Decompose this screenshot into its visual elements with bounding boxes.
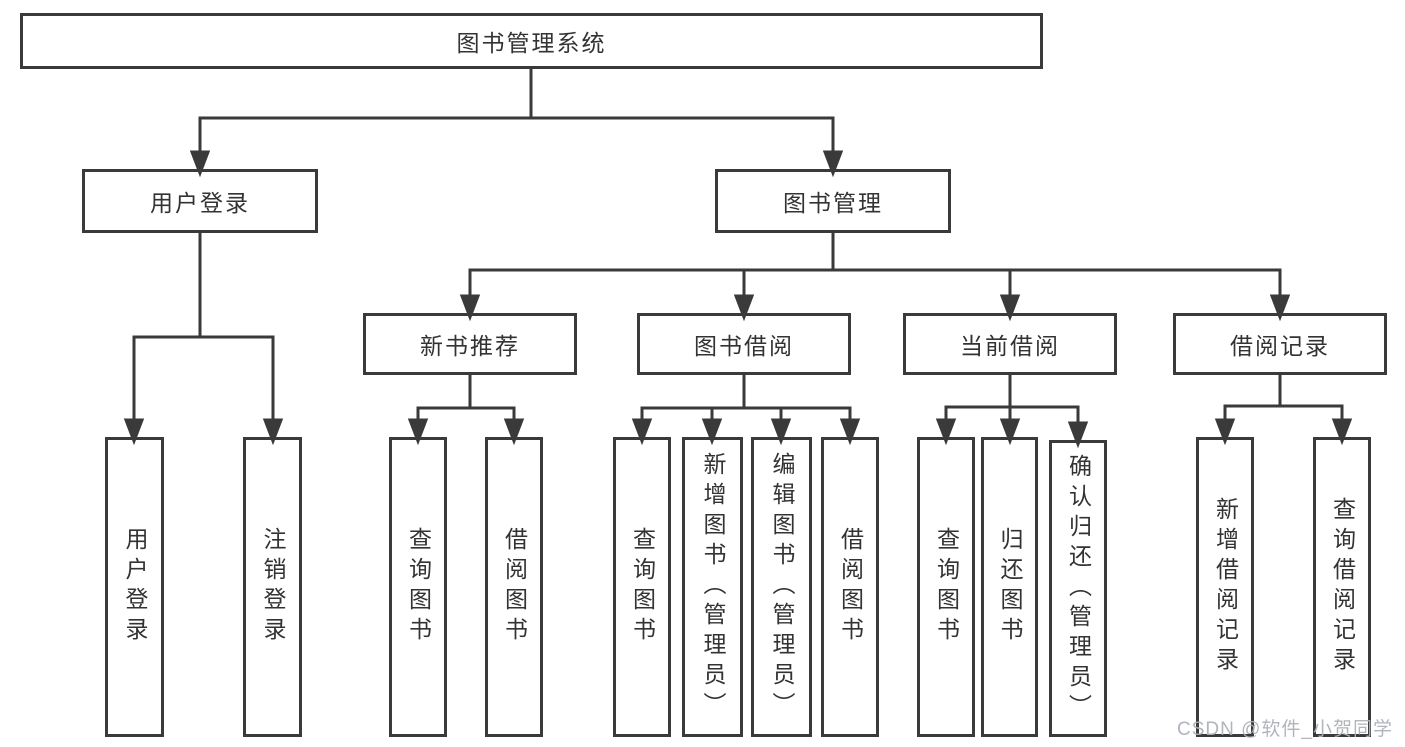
leaf-newbook-query: 查询图书 bbox=[389, 437, 447, 737]
csdn-watermark: CSDN @软件_小贺同学 bbox=[1177, 719, 1393, 740]
leaf-borrow-borrow-book-label: 借阅图书 bbox=[837, 527, 864, 647]
leaf-borrow-edit-book-label: 编辑图书（管理员） bbox=[769, 452, 795, 722]
leaf-borrow-query: 查询图书 bbox=[613, 437, 671, 737]
node-user-login-label: 用户登录 bbox=[150, 190, 250, 216]
node-new-book-recommend-label: 新书推荐 bbox=[420, 333, 520, 359]
leaf-current-confirm-return-label: 确认归还（管理员） bbox=[1065, 453, 1092, 724]
leaf-newbook-query-label: 查询图书 bbox=[405, 527, 432, 647]
leaf-borrow-query-label: 查询图书 bbox=[629, 527, 656, 647]
node-book-borrow-label: 图书借阅 bbox=[694, 333, 794, 359]
leaf-current-query-label: 查询图书 bbox=[933, 527, 960, 647]
node-book-borrow: 图书借阅 bbox=[637, 313, 851, 375]
leaf-user-login: 用户登录 bbox=[105, 437, 164, 737]
leaf-records-query: 查询借阅记录 bbox=[1313, 437, 1371, 737]
leaf-borrow-add-book: 新增图书（管理员） bbox=[682, 437, 743, 737]
node-root: 图书管理系统 bbox=[20, 13, 1043, 69]
node-book-management-label: 图书管理 bbox=[783, 190, 883, 216]
leaf-newbook-borrow: 借阅图书 bbox=[485, 437, 543, 737]
node-current-borrow-label: 当前借阅 bbox=[960, 333, 1060, 359]
node-user-login: 用户登录 bbox=[82, 169, 318, 233]
leaf-current-query: 查询图书 bbox=[917, 437, 975, 737]
leaf-records-query-label: 查询借阅记录 bbox=[1329, 497, 1356, 677]
node-current-borrow: 当前借阅 bbox=[903, 313, 1117, 375]
leaf-newbook-borrow-label: 借阅图书 bbox=[501, 527, 528, 647]
leaf-current-confirm-return: 确认归还（管理员） bbox=[1049, 440, 1107, 737]
leaf-current-return: 归还图书 bbox=[981, 437, 1038, 737]
leaf-records-add-label: 新增借阅记录 bbox=[1212, 497, 1239, 677]
node-root-label: 图书管理系统 bbox=[456, 30, 607, 56]
leaf-borrow-add-book-label: 新增图书（管理员） bbox=[700, 452, 726, 722]
leaf-logout: 注销登录 bbox=[243, 437, 302, 737]
node-book-management: 图书管理 bbox=[715, 169, 951, 233]
leaf-borrow-borrow-book: 借阅图书 bbox=[821, 437, 879, 737]
node-new-book-recommend: 新书推荐 bbox=[363, 313, 577, 375]
leaf-current-return-label: 归还图书 bbox=[997, 527, 1023, 647]
node-borrow-records-label: 借阅记录 bbox=[1230, 333, 1330, 359]
leaf-borrow-edit-book: 编辑图书（管理员） bbox=[751, 437, 812, 737]
leaf-records-add: 新增借阅记录 bbox=[1196, 437, 1254, 737]
node-borrow-records: 借阅记录 bbox=[1173, 313, 1387, 375]
leaf-logout-label: 注销登录 bbox=[260, 527, 286, 647]
leaf-user-login-label: 用户登录 bbox=[122, 527, 148, 647]
